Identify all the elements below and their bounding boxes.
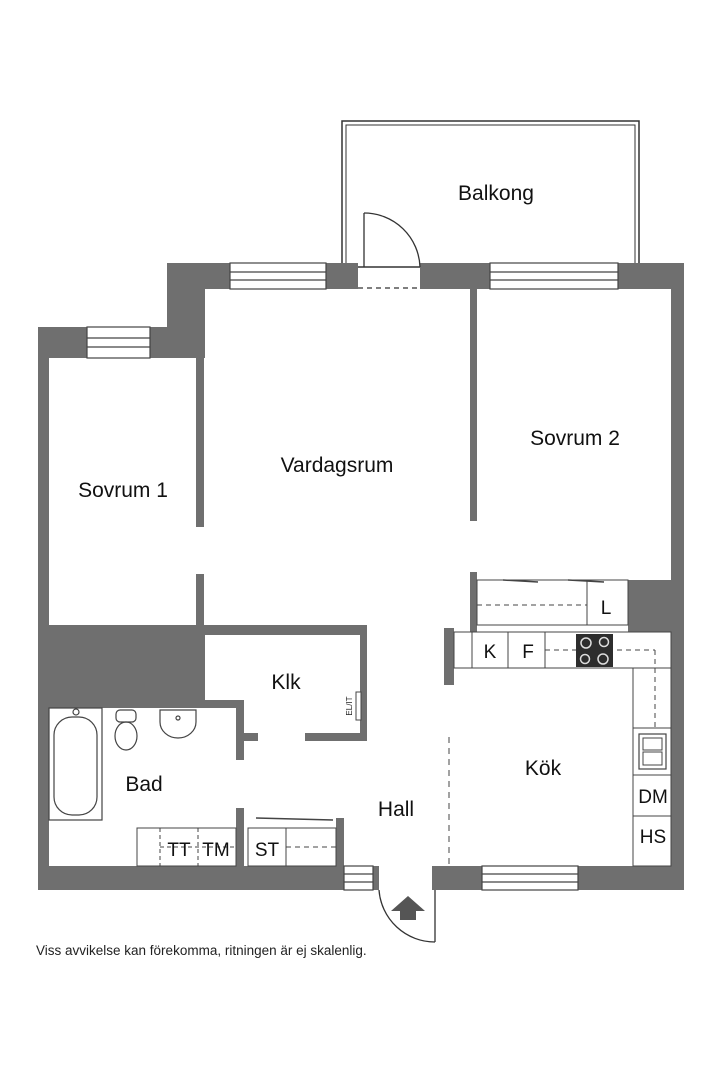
storage-closet xyxy=(247,817,337,867)
fixture-label-tt: TT xyxy=(167,840,191,861)
room-label-balkong: Balkong xyxy=(458,182,534,205)
windows xyxy=(86,262,619,891)
sovrum2-closets xyxy=(476,579,629,626)
fixture-label-st: ST xyxy=(255,840,280,861)
disclaimer-text: Viss avvikelse kan förekomma, ritningen … xyxy=(36,943,367,958)
stove-icon xyxy=(576,634,613,667)
room-label-hall: Hall xyxy=(378,798,414,821)
fixture-label-dm: DM xyxy=(638,787,668,808)
room-label-sovrum2: Sovrum 2 xyxy=(530,427,620,450)
walls xyxy=(38,263,684,890)
fixture-label-f: F xyxy=(522,642,534,663)
fixture-label-el-it: EL/IT xyxy=(345,696,354,715)
room-label-kok: Kök xyxy=(525,757,562,780)
fixture-label-k: K xyxy=(484,642,497,663)
electrical-panel-icon xyxy=(355,691,362,721)
washbasin-icon xyxy=(159,709,197,739)
laundry-units xyxy=(136,827,237,867)
kitchen-counter xyxy=(448,631,672,867)
fixture-label-l: L xyxy=(601,598,612,619)
room-label-vardagsrum: Vardagsrum xyxy=(281,454,394,477)
room-label-klk: Klk xyxy=(271,671,301,694)
balcony xyxy=(341,120,640,268)
fixture-label-tm: TM xyxy=(202,840,229,861)
entrance-arrow-icon xyxy=(391,896,425,920)
doors xyxy=(358,212,436,943)
room-label-bad: Bad xyxy=(125,773,162,796)
room-label-sovrum1: Sovrum 1 xyxy=(78,479,168,502)
bathtub-icon xyxy=(48,707,103,821)
toilet-icon xyxy=(114,709,138,751)
fixture-label-hs: HS xyxy=(640,827,666,848)
